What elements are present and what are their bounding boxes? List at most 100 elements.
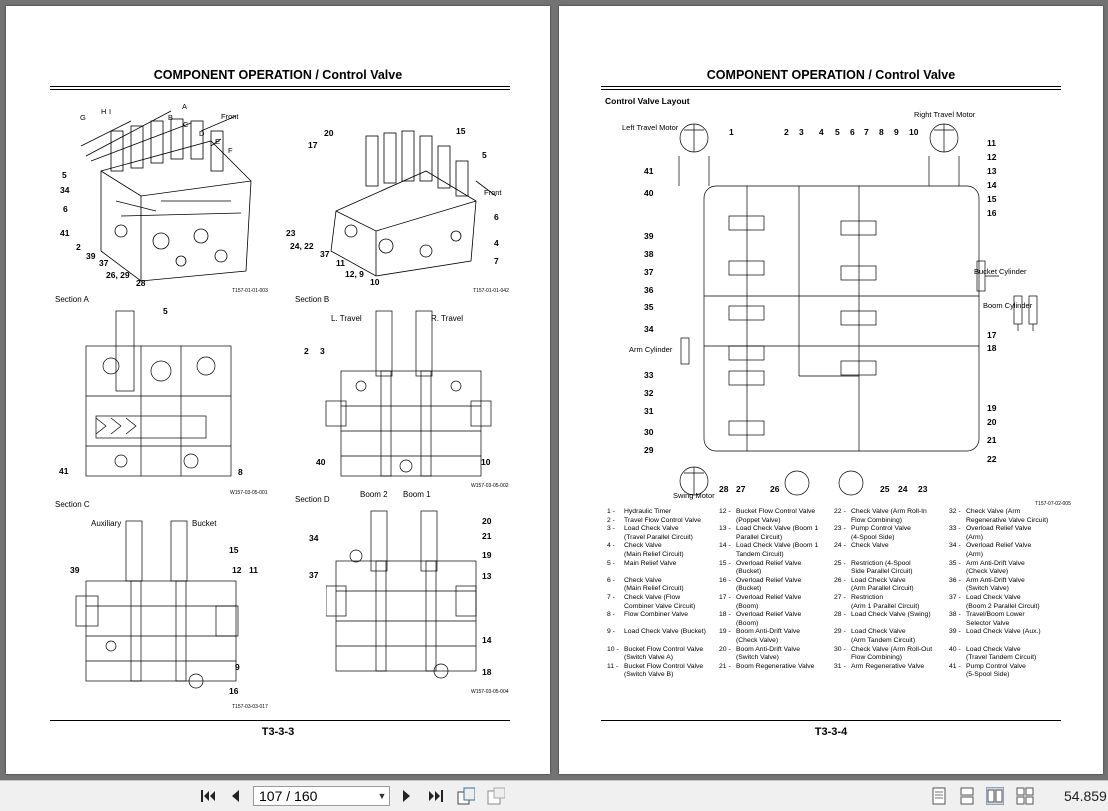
continuous-icon[interactable]	[958, 787, 976, 805]
document-viewer[interactable]: COMPONENT OPERATION / Control Valve 5 34…	[0, 0, 1108, 780]
hydraulic-circuit-schematic	[678, 123, 1038, 496]
legend-text: Hydraulic Timer	[624, 508, 672, 515]
page-title: COMPONENT OPERATION / Control Valve	[706, 68, 956, 82]
fit-page-icon[interactable]	[457, 787, 475, 805]
legend-number	[719, 637, 736, 646]
legend-row: 8 -Flow Combiner Valve	[607, 611, 719, 620]
legend-row: 26 -Load Check Valve	[834, 577, 949, 586]
legend-row: 36 -Arm Anti-Drift Valve	[949, 577, 1064, 586]
callout-35: 35	[644, 302, 654, 312]
legend-text: (4-Spool Side)	[851, 533, 895, 541]
legend-row: (Arm Parallel Circuit)	[834, 585, 949, 594]
last-page-icon[interactable]	[427, 787, 445, 805]
legend-row: 23 -Pump Control Valve	[834, 525, 949, 534]
header-rule-thin	[601, 89, 1061, 90]
legend-row: (Switch Valve B)	[607, 671, 719, 680]
label-3b: 3	[320, 346, 325, 356]
legend-text: (Poppet Valve)	[736, 516, 781, 524]
zoom-level[interactable]: 54.859	[1064, 788, 1107, 804]
legend-number: 5 -	[607, 559, 615, 567]
callout-21: 21	[987, 435, 997, 445]
footer-rule	[50, 720, 510, 721]
legend-text: Flow Combiner Valve	[624, 611, 689, 619]
legend-number	[607, 620, 624, 629]
legend-number: 13 -	[719, 525, 731, 533]
legend-text: Load Check Valve	[851, 628, 906, 636]
figure-code-1: T157-01-01-003	[232, 288, 268, 294]
callout-4: 4	[819, 127, 824, 137]
label-26-29: 26, 29	[106, 270, 130, 280]
callout-37: 37	[644, 267, 654, 277]
page-number: T3-3-3	[261, 726, 295, 738]
legend-row: Flow Combining)	[834, 654, 949, 663]
section-c-bucket: Bucket	[192, 519, 217, 528]
label-D: D	[199, 129, 205, 138]
legend-number	[607, 568, 624, 577]
legend-row: 31 -Arm Regenerative Valve	[834, 663, 949, 672]
legend-text: Overload Relief Valve	[966, 525, 1032, 533]
legend-number	[834, 603, 851, 612]
label-41b: 41	[59, 466, 69, 476]
legend-text: Travel Flow Control Valve	[624, 516, 702, 524]
legend-row: (Check Valve)	[949, 568, 1064, 577]
legend-text: Parallel Circuit)	[736, 533, 783, 541]
legend-number: 25 -	[834, 559, 846, 567]
legend-text: (Main Relief Circuit)	[624, 550, 684, 558]
label-24-22: 24, 22	[290, 241, 314, 251]
callout-7: 7	[864, 127, 869, 137]
facing-continuous-icon[interactable]	[1016, 787, 1034, 805]
label-6: 6	[63, 204, 68, 214]
callout-30: 30	[644, 427, 654, 437]
legend-number: 32 -	[949, 508, 961, 515]
legend-row: 32 -Check Valve (Arm	[949, 508, 1064, 517]
legend-number	[834, 637, 851, 646]
callout-34: 34	[644, 324, 654, 334]
callout-36: 36	[644, 285, 654, 295]
rotate-icon[interactable]	[487, 787, 505, 805]
legend-text: Check Valve	[624, 542, 662, 550]
section-d-boom2: Boom 2	[360, 490, 388, 499]
page-number: T3-3-4	[814, 726, 848, 738]
label-I: I	[109, 107, 112, 116]
label-5c: 5	[163, 306, 168, 316]
legend-number: 22 -	[834, 508, 846, 515]
legend-number: 24 -	[834, 542, 846, 550]
legend-text: Selector Valve	[966, 619, 1010, 627]
legend-row	[834, 551, 949, 560]
legend-text: Bucket Flow Control Valve	[624, 662, 704, 670]
legend-text: Check Valve	[624, 576, 662, 584]
first-page-icon[interactable]	[199, 787, 217, 805]
single-page-icon[interactable]	[930, 787, 948, 805]
legend-text: Overload Relief Valve	[736, 559, 802, 567]
legend-number	[949, 517, 966, 526]
next-page-icon[interactable]	[398, 787, 416, 805]
page-number-select[interactable]: 107 / 160 ▼	[253, 786, 390, 806]
label-34: 34	[60, 185, 70, 195]
legend-row: (Main Relief Circuit)	[607, 551, 719, 560]
legend-row: 41 -Pump Control Valve	[949, 663, 1064, 672]
label-41: 41	[60, 228, 70, 238]
legend-row: (Arm 1 Parallel Circuit)	[834, 603, 949, 612]
label-5: 5	[62, 170, 67, 180]
legend-number: 39 -	[949, 628, 961, 636]
chevron-down-icon[interactable]: ▼	[377, 791, 387, 801]
legend-number	[719, 603, 736, 612]
legend-row: (Arm Tandem Circuit)	[834, 637, 949, 646]
legend-text: Load Check Valve (Boom 1	[736, 542, 819, 550]
legend-row: 19 -Boom Anti-Drift Valve	[719, 628, 834, 637]
legend-number	[949, 568, 966, 577]
facing-icon[interactable]	[986, 787, 1004, 805]
legend-number: 14 -	[719, 542, 731, 550]
label-19: 19	[482, 550, 492, 560]
legend-text: (Bucket)	[736, 568, 762, 576]
prev-page-icon[interactable]	[226, 787, 244, 805]
legend-number	[607, 637, 624, 646]
legend-number	[834, 654, 851, 663]
legend-text: Check Valve	[851, 542, 889, 550]
label-34b: 34	[309, 533, 319, 543]
legend-number	[949, 603, 966, 612]
legend-row: 35 -Arm Anti-Drift Valve	[949, 560, 1064, 569]
callout-27: 27	[736, 484, 746, 494]
section-c-label: Section C	[55, 500, 90, 509]
